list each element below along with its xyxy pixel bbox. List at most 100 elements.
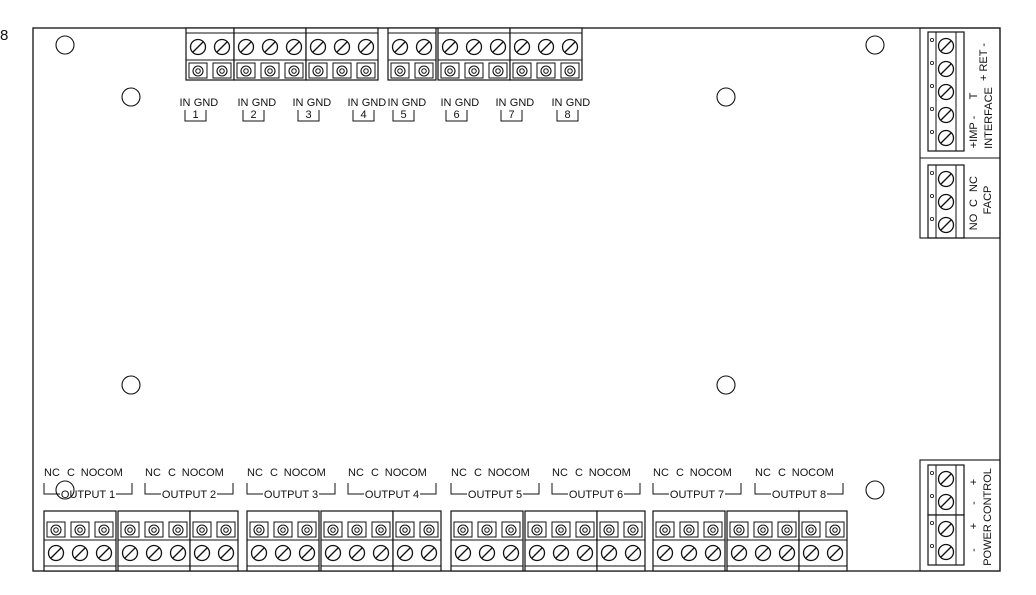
output-bracket xyxy=(246,483,336,495)
input-channel-number: 1 xyxy=(192,109,198,121)
output-terminal-block xyxy=(320,510,394,572)
output-terminal-block xyxy=(652,510,726,572)
output-pin-label: C xyxy=(168,467,176,479)
input-channel-number: 4 xyxy=(360,109,366,121)
output-channel-label: OUTPUT 1 xyxy=(61,489,115,501)
input-channel-number: 8 xyxy=(564,109,570,121)
wire-entry xyxy=(327,524,339,536)
output-channel-label: OUTPUT 4 xyxy=(365,489,419,501)
input-pin-gnd: GND xyxy=(307,97,332,109)
output-pin-label: COM xyxy=(808,467,834,479)
input-pin-in: IN xyxy=(552,97,563,109)
input-bracket xyxy=(242,110,265,122)
mounting-hole xyxy=(865,35,885,55)
input-bracket xyxy=(500,110,523,122)
wire-entry xyxy=(253,524,265,536)
output-bracket xyxy=(43,483,133,495)
wire-entry xyxy=(444,65,456,77)
wire-entry xyxy=(98,524,110,536)
output-pin-label: C xyxy=(676,467,684,479)
output-bracket xyxy=(144,483,234,495)
input-bracket xyxy=(392,110,415,122)
output-pin-label: NO xyxy=(284,467,301,479)
output-pin-label: NC xyxy=(44,467,60,479)
input-terminal-block xyxy=(233,27,307,81)
output-terminal-block xyxy=(117,510,191,572)
wire-entry xyxy=(124,524,136,536)
input-pin-gnd: GND xyxy=(510,97,535,109)
interface-facp-frame xyxy=(919,27,1001,239)
wire-entry xyxy=(757,524,769,536)
output-pin-label: NC xyxy=(755,467,771,479)
input-pin-in: IN xyxy=(441,97,452,109)
input-channel-number: 3 xyxy=(305,109,311,121)
output-pin-label: COM xyxy=(605,467,631,479)
output-terminal-block xyxy=(726,510,800,572)
power-pin-plus: + xyxy=(968,523,980,529)
wire-entry xyxy=(505,524,517,536)
output-terminal-block xyxy=(450,510,524,572)
input-pin-in: IN xyxy=(180,97,191,109)
output-terminal-block xyxy=(392,510,442,572)
wire-entry xyxy=(240,65,252,77)
control-title: CONTROL xyxy=(982,468,994,522)
wire-entry xyxy=(516,65,528,77)
output-pin-label: COM xyxy=(401,467,427,479)
input-pin-in: IN xyxy=(348,97,359,109)
wire-entry xyxy=(375,524,387,536)
output-pin-label: NO xyxy=(589,467,606,479)
input-channel-number: 6 xyxy=(453,109,459,121)
input-bracket xyxy=(184,110,207,122)
mounting-hole xyxy=(865,480,885,500)
wire-entry xyxy=(277,524,289,536)
wire-entry xyxy=(733,524,745,536)
output-terminal-blocks xyxy=(43,510,848,572)
wire-entry xyxy=(457,524,469,536)
output-pin-label: NO xyxy=(182,467,199,479)
input-terminal-blocks xyxy=(185,27,583,81)
mounting-hole xyxy=(121,87,141,107)
wire-entry xyxy=(394,65,406,77)
mounting-hole xyxy=(55,35,75,55)
output-terminal-block xyxy=(524,510,598,572)
input-terminal-block xyxy=(509,27,583,81)
output-pin-label: C xyxy=(67,467,75,479)
facp-pin-nc: NC xyxy=(968,176,980,192)
output-pin-label: NO xyxy=(690,467,707,479)
facp-pin-no: NO xyxy=(968,213,980,230)
output-bracket xyxy=(754,483,844,495)
wire-entry xyxy=(288,65,300,77)
output-pin-label: C xyxy=(575,467,583,479)
wire-entry xyxy=(172,524,184,536)
wire-entry xyxy=(216,65,228,77)
wire-entry xyxy=(805,524,817,536)
output-terminal-block xyxy=(798,510,848,572)
output-pin-label: COM xyxy=(300,467,326,479)
mounting-hole xyxy=(55,480,75,500)
wire-entry xyxy=(707,524,719,536)
control-pin-minus: - xyxy=(968,501,980,505)
output-pin-label: COM xyxy=(97,467,123,479)
wire-entry xyxy=(220,524,232,536)
output-pin-label: COM xyxy=(504,467,530,479)
input-pin-gnd: GND xyxy=(252,97,277,109)
output-pin-label: C xyxy=(371,467,379,479)
wire-entry xyxy=(481,524,493,536)
wire-entry xyxy=(301,524,313,536)
wire-entry xyxy=(531,524,543,536)
wire-entry xyxy=(659,524,671,536)
output-pin-label: NC xyxy=(552,467,568,479)
output-pin-label: C xyxy=(778,467,786,479)
output-pin-label: NC xyxy=(348,467,364,479)
output-terminal-block xyxy=(189,510,239,572)
interface-connector xyxy=(927,31,965,152)
input-pin-gnd: GND xyxy=(362,97,387,109)
figure-label: 8 xyxy=(0,27,8,44)
output-pin-label: NO xyxy=(385,467,402,479)
wire-entry xyxy=(399,524,411,536)
output-pin-label: C xyxy=(270,467,278,479)
output-pin-label: NC xyxy=(451,467,467,479)
output-channel-label: OUTPUT 8 xyxy=(772,489,826,501)
output-bracket xyxy=(450,483,540,495)
